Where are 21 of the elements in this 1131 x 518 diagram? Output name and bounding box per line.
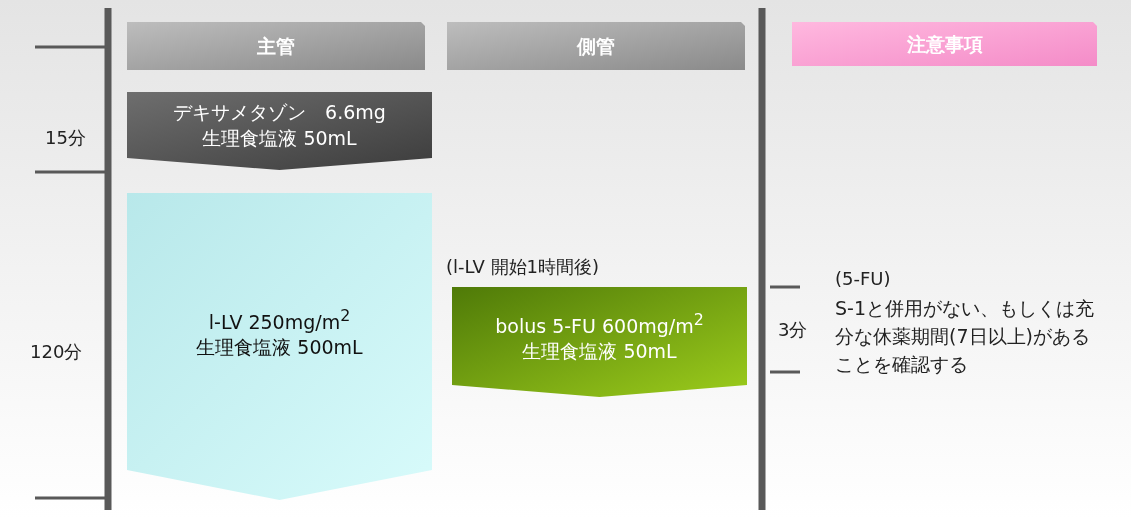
step-arrow-box [452, 287, 747, 397]
diluent-text: 生理食塩液 500mL [196, 335, 363, 361]
caution-note: S-1と併用がない、もしくは充分な休薬期間(7日以上)があることを確認する [835, 296, 1095, 377]
duration-label: 15分 [45, 126, 86, 150]
drug-dose-text: デキサメタゾン 6.6mg [173, 100, 386, 125]
duration-label: 3分 [778, 318, 808, 342]
step-arrow-box [127, 193, 432, 500]
column-header [127, 22, 425, 70]
duration-label: 120分 [30, 340, 83, 364]
header-text: 注意事項 [906, 32, 983, 57]
timing-note: (l-LV 開始1時間後) [446, 255, 600, 279]
header-text: 主管 [257, 34, 295, 59]
column-header [792, 22, 1097, 66]
drug-dose-text: l-LV 250mg/m$^{2}$ [208, 304, 351, 335]
drug-dose-text: bolus 5-FU 600mg/m$^{2}$ [495, 309, 704, 339]
note-heading: (5-FU) [835, 268, 891, 289]
column-header [447, 22, 745, 70]
diluent-text: 生理食塩液 50mL [202, 126, 357, 151]
header-text: 側管 [577, 34, 615, 59]
diluent-text: 生理食塩液 50mL [522, 339, 677, 365]
step-arrow-box [127, 92, 432, 170]
